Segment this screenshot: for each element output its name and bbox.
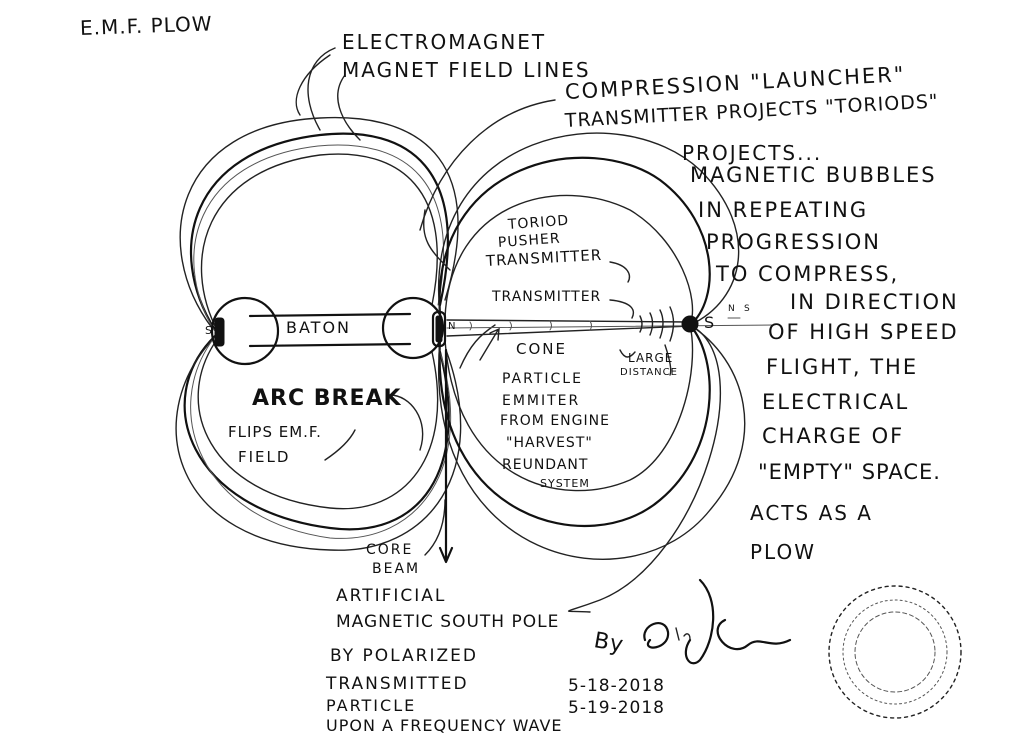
label-electromagnet: ELECTROMAGNET: [342, 30, 547, 54]
byline: By: [591, 628, 626, 659]
label-system: SYSTEM: [540, 477, 590, 490]
label-large: LARGE: [628, 351, 674, 365]
label-particle: PARTICLE: [502, 371, 583, 387]
right-toroid-loops: [437, 132, 746, 613]
pole-line: MAGNETIC SOUTH POLE: [336, 612, 560, 632]
left-upper-field-loops: [179, 116, 459, 333]
pole-line: ARTIFICIAL: [336, 586, 447, 606]
label-toriod: TORIOD: [507, 212, 570, 233]
label-magnet-field-lines: MAGNET FIELD LINES: [342, 58, 591, 82]
description-line: FLIGHT, THE: [766, 355, 919, 379]
label-distance: DISTANCE: [620, 367, 678, 378]
label-pusher: PUSHER: [497, 230, 562, 251]
page-title: E.M.F. PLOW: [79, 11, 213, 40]
label-emmiter: EMMITER: [502, 393, 581, 409]
description-line: TO COMPRESS,: [716, 262, 900, 286]
description-line: IN REPEATING: [698, 198, 869, 222]
label-beam: BEAM: [372, 561, 421, 577]
notary-stamp: [828, 585, 962, 719]
label-from-engine: FROM ENGINE: [500, 413, 610, 429]
label-cone: CONE: [516, 340, 567, 358]
core-beam-arrows: [438, 327, 500, 564]
label-field: FIELD: [238, 448, 291, 466]
description-line: "EMPTY" SPACE.: [758, 460, 941, 484]
description-line: MAGNETIC BUBBLES: [690, 163, 937, 187]
description-line: OF HIGH SPEED: [768, 320, 959, 344]
cone-beam: [446, 306, 776, 376]
label-core: CORE: [366, 542, 414, 558]
pole-n-right: N: [728, 304, 736, 314]
label-baton: BATON: [286, 318, 352, 337]
label-arc-break: ARC BREAK: [252, 386, 402, 411]
left-lower-field-loops: [175, 334, 462, 551]
description-line: PROGRESSION: [706, 230, 882, 254]
signature: [643, 578, 792, 665]
description-line: ELECTRICAL: [762, 390, 910, 414]
pointer-lines: [295, 47, 635, 556]
pole-line: UPON A FREQUENCY WAVE: [326, 716, 563, 735]
label-flips-emf: FLIPS EM.F.: [228, 423, 322, 441]
description-line: PROJECTS...: [682, 141, 823, 165]
date-line: 5-19-2018: [568, 698, 665, 718]
label-reundant: REUNDANT: [502, 457, 589, 473]
pole-line: BY POLARIZED: [330, 646, 478, 666]
pole-line: PARTICLE: [326, 696, 417, 715]
description-line: ACTS AS A: [750, 501, 873, 525]
pole-s-left: S: [205, 324, 213, 337]
pole-s-right: S: [704, 313, 716, 332]
pole-s-far: S: [744, 304, 751, 314]
pole-n: N: [448, 321, 457, 332]
description-line: CHARGE OF: [762, 424, 905, 448]
description-line: PLOW: [750, 540, 817, 564]
pole-line: TRANSMITTED: [326, 674, 469, 694]
label-harvest: "HARVEST": [506, 435, 593, 451]
date-line: 5-18-2018: [568, 676, 665, 696]
baton-assembly: [210, 296, 447, 366]
description-line: IN DIRECTION: [790, 290, 959, 314]
label-transmitter-lower: TRANSMITTER: [492, 289, 602, 305]
